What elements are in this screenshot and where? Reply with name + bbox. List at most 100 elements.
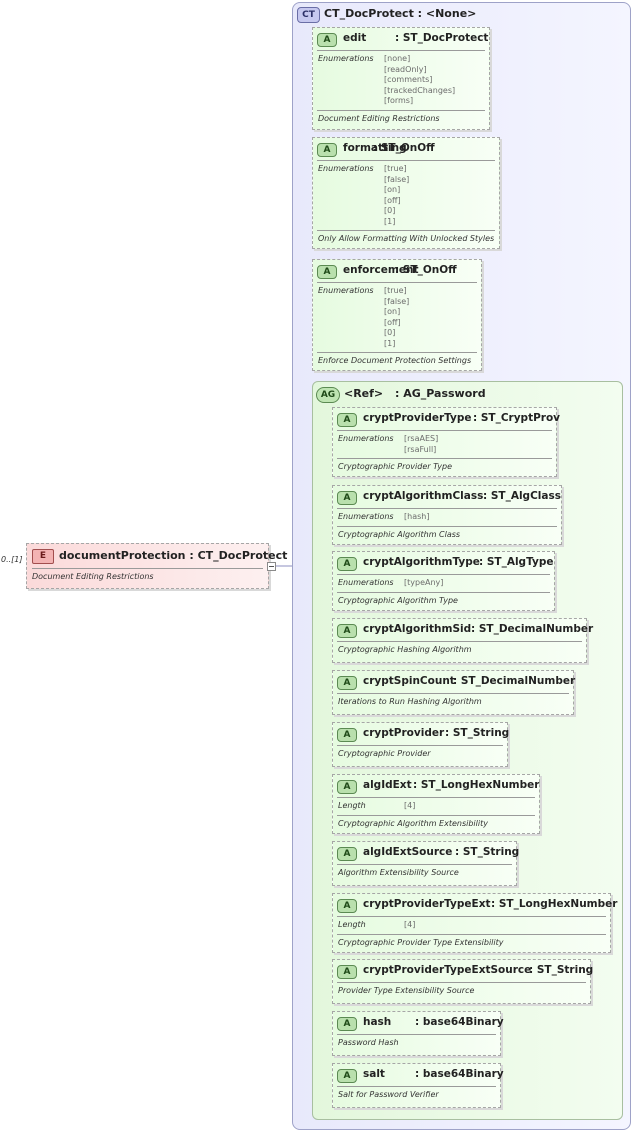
attribute-separator bbox=[337, 1086, 496, 1087]
facet-value: [rsaFull] bbox=[404, 444, 437, 454]
attribute-separator bbox=[317, 50, 485, 51]
attribute-separator bbox=[337, 797, 535, 798]
attribute-name: cryptAlgorithmType bbox=[363, 556, 480, 568]
element-name-text: documentProtection bbox=[59, 549, 186, 562]
element-badge: E bbox=[32, 549, 54, 564]
facet-value: [trackedChanges] bbox=[384, 85, 456, 95]
facet-value: [on] bbox=[384, 307, 401, 316]
attribute-name: cryptProvider bbox=[363, 727, 445, 739]
facet-value: [0] bbox=[384, 206, 396, 215]
attribute-description: Salt for Password Verifier bbox=[338, 1090, 439, 1099]
facet-value: [1] bbox=[384, 338, 396, 348]
facet-label: Length bbox=[338, 801, 366, 810]
attribute-separator bbox=[337, 641, 582, 642]
attribute-badge: A bbox=[337, 413, 357, 427]
attribute-name: cryptProviderTypeExtSource bbox=[363, 964, 532, 976]
collapse-toggle[interactable] bbox=[267, 562, 276, 571]
attribute-separator bbox=[337, 693, 569, 694]
attribute-name: formatting bbox=[343, 142, 407, 154]
attribute-badge: A bbox=[337, 557, 357, 571]
attribute-description: Password Hash bbox=[338, 1038, 399, 1047]
facet-separator bbox=[337, 591, 550, 593]
attribute-type: : ST_LongHexNumber bbox=[491, 898, 618, 910]
facet-label: Enumerations bbox=[318, 164, 374, 173]
attribute-separator bbox=[337, 982, 586, 983]
attribute-name: edit bbox=[343, 32, 367, 44]
facet-label: Enumerations bbox=[318, 54, 374, 63]
attribute-badge: A bbox=[337, 676, 357, 690]
attribute-name: cryptProviderType bbox=[363, 412, 472, 424]
attribute-separator bbox=[337, 1034, 496, 1035]
attribute-separator bbox=[337, 745, 503, 746]
facet-value: [on] bbox=[384, 185, 401, 194]
attribute-description: Cryptographic Algorithm Type bbox=[338, 595, 458, 605]
attribute-separator bbox=[337, 574, 550, 575]
attribute-type: : base64Binary bbox=[415, 1068, 504, 1080]
facet-value: [comments] bbox=[384, 75, 433, 84]
facet-separator bbox=[317, 352, 477, 353]
attribute-name: hash bbox=[363, 1016, 392, 1028]
facet-value: [true] bbox=[384, 164, 407, 173]
facet-value: [off] bbox=[384, 195, 401, 205]
attribute-badge: A bbox=[337, 965, 357, 979]
attribute-group-type: : AG_Password bbox=[395, 387, 486, 400]
complex-type-badge: CT bbox=[297, 7, 320, 23]
facet-label: Enumerations bbox=[338, 578, 394, 587]
facet-value: [4] bbox=[404, 801, 416, 810]
attribute-name: cryptAlgorithmSid bbox=[363, 623, 472, 635]
attribute-description: Cryptographic Hashing Algorithm bbox=[338, 645, 472, 654]
attribute-description: Cryptographic Algorithm Class bbox=[338, 529, 461, 539]
facet-value: [none] bbox=[384, 54, 411, 63]
facet-value: [false] bbox=[384, 174, 410, 184]
attribute-type: : ST_AlgClass bbox=[483, 490, 561, 502]
facet-value: [false] bbox=[384, 296, 410, 306]
attribute-badge: A bbox=[337, 847, 357, 861]
attribute-description: Only Allow Formatting With Unlocked Styl… bbox=[318, 234, 495, 243]
attribute-name: algIdExt bbox=[363, 779, 412, 791]
facet-value: [true] bbox=[384, 286, 407, 295]
attribute-type: : ST_String bbox=[445, 727, 510, 739]
facet-value: [forms] bbox=[384, 96, 414, 105]
facet-value: [1] bbox=[384, 216, 396, 226]
attribute-type: : ST_DocProtect bbox=[395, 32, 489, 44]
facet-value: [typeAny] bbox=[404, 578, 444, 587]
attribute-description: Algorithm Extensibility Source bbox=[338, 868, 459, 877]
attribute-name: algIdExtSource bbox=[363, 846, 453, 858]
element-document-protection[interactable]: E documentProtection : CT_DocProtect Doc… bbox=[26, 543, 287, 589]
attribute-name: cryptProviderTypeExt bbox=[363, 898, 491, 910]
facet-value: [4] bbox=[404, 920, 416, 929]
facet-separator bbox=[337, 458, 552, 459]
facet-label: Enumerations bbox=[338, 434, 394, 443]
attribute-description: Provider Type Extensibility Source bbox=[338, 986, 475, 995]
attribute-description: Cryptographic Algorithm Extensibility bbox=[338, 818, 488, 828]
attribute-type: : ST_String bbox=[455, 846, 520, 858]
attribute-type: : ST_LongHexNumber bbox=[413, 779, 540, 791]
attribute-badge: A bbox=[337, 491, 357, 505]
attribute-badge: A bbox=[337, 728, 357, 742]
facet-value: [off] bbox=[384, 317, 401, 327]
attribute-badge: A bbox=[337, 624, 357, 638]
attribute-badge: A bbox=[337, 1069, 357, 1083]
facet-value: [readOnly] bbox=[384, 64, 427, 74]
attribute-description: Cryptographic Provider bbox=[338, 749, 431, 758]
facet-value: [rsaAES] bbox=[404, 434, 439, 443]
attribute-badge: A bbox=[337, 1017, 357, 1031]
attribute-separator bbox=[337, 430, 552, 431]
facet-label: Enumerations bbox=[318, 286, 374, 295]
facet-value: [0] bbox=[384, 328, 396, 337]
